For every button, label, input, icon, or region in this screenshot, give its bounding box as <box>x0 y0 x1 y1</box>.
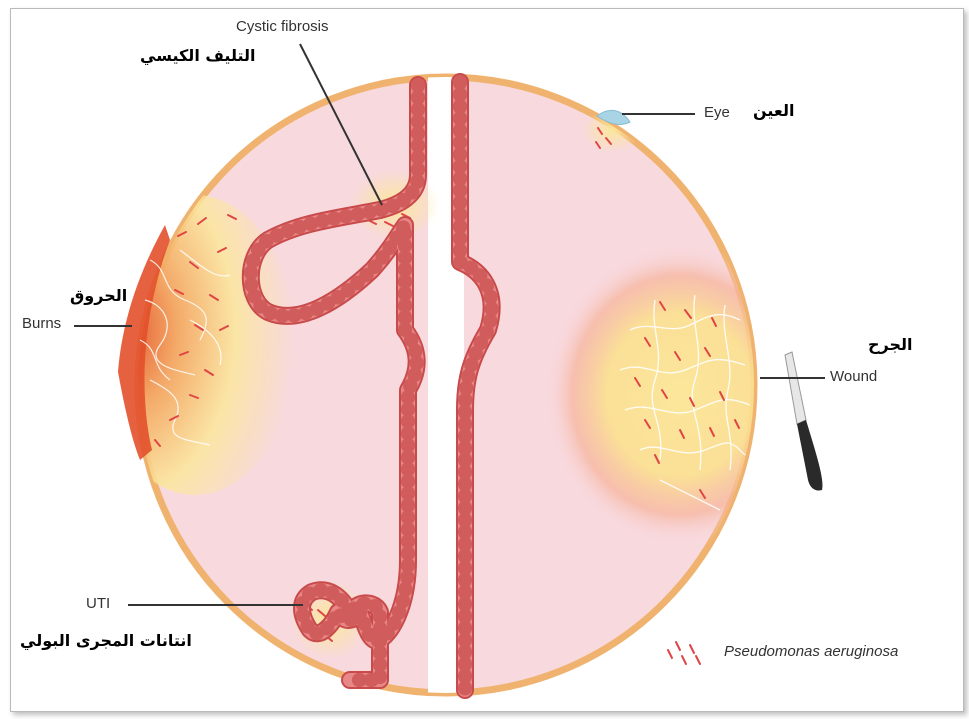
eye-arabic-label: العين <box>753 101 794 120</box>
cystic-fibrosis-label: Cystic fibrosis <box>236 18 329 35</box>
eye-label: Eye <box>704 104 730 121</box>
wound-infection-area <box>545 245 815 545</box>
burns-arabic-label: الحروق <box>70 286 127 305</box>
legend-label: Pseudomonas aeruginosa <box>724 643 898 660</box>
uti-arabic-label: انتانات المجرى البولي <box>20 631 192 650</box>
knife-icon <box>785 352 823 491</box>
cystic-fibrosis-arabic-label: التليف الكيسي <box>140 46 256 65</box>
wound-label: Wound <box>830 368 877 385</box>
uti-label: UTI <box>86 595 110 612</box>
wound-arabic-label: الجرح <box>868 335 913 354</box>
bacteria-legend-icon <box>668 642 700 664</box>
burns-label: Burns <box>22 315 61 332</box>
